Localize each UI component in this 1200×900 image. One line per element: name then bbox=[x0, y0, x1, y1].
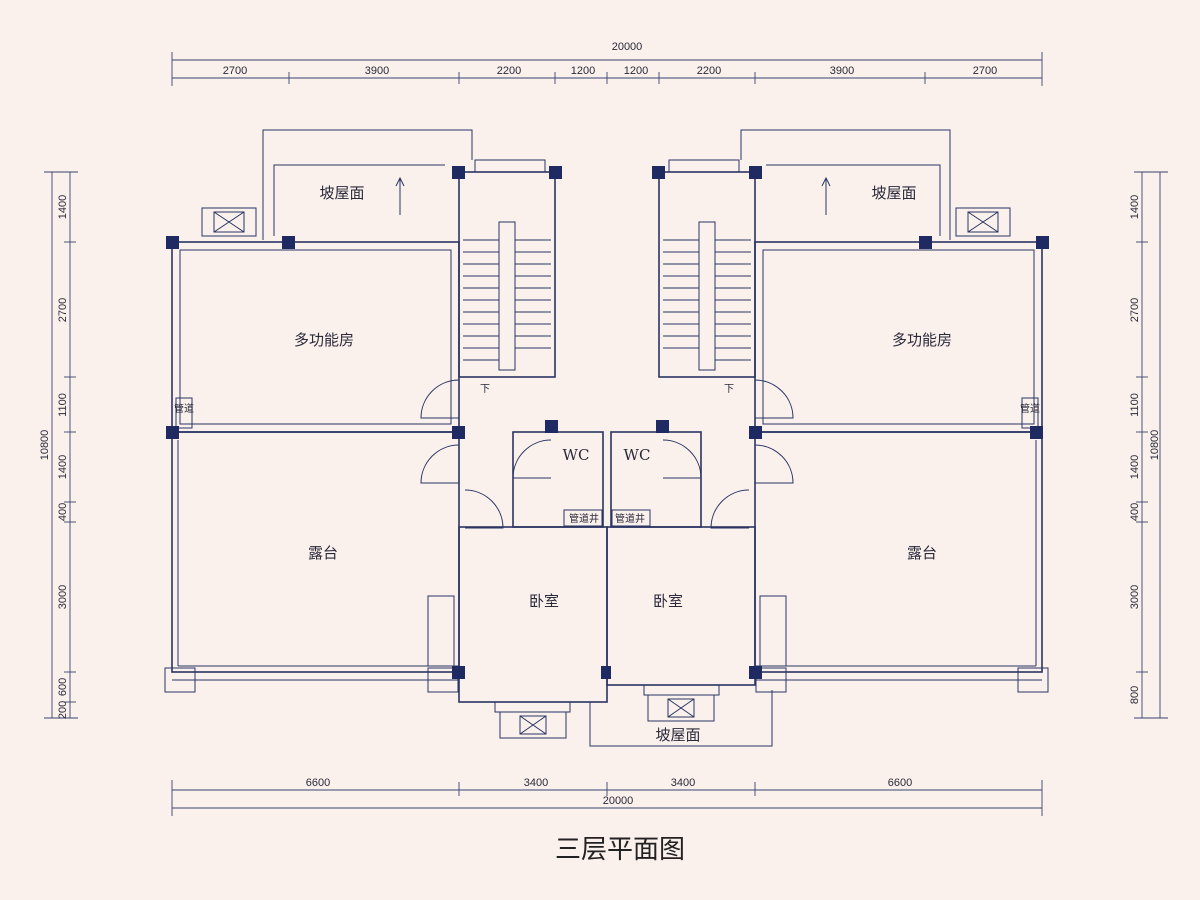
label-stair-down-right: 下 bbox=[724, 384, 734, 395]
room-label-multi-room-left: 多功能房 bbox=[294, 331, 354, 349]
right-dim-2: 2700 bbox=[1129, 298, 1141, 322]
left-dim-7: 600 bbox=[57, 678, 69, 696]
right-dim-5: 400 bbox=[1129, 503, 1141, 521]
bottom-dim-3: 3400 bbox=[671, 777, 695, 789]
plan-title: 三层平面图 bbox=[555, 835, 685, 865]
right-dim-3: 1100 bbox=[1129, 393, 1141, 417]
room-label-slope-roof-bottom: 坡屋面 bbox=[655, 726, 700, 744]
left-stair-treads bbox=[463, 239, 551, 361]
left-dim-1: 1400 bbox=[57, 195, 69, 219]
top-dimension-lines bbox=[171, 52, 1043, 86]
room-label-wc-left: WC bbox=[563, 446, 590, 464]
left-dim-5: 400 bbox=[57, 503, 69, 521]
bottom-dim-4: 6600 bbox=[888, 777, 912, 789]
bottom-dim-1: 6600 bbox=[306, 777, 330, 789]
right-door-arcs bbox=[662, 379, 794, 529]
left-dim-8: 200 bbox=[57, 701, 69, 719]
top-dim-5: 1200 bbox=[624, 65, 648, 77]
top-dim-3: 2200 bbox=[497, 65, 521, 77]
bottom-dim-2: 3400 bbox=[524, 777, 548, 789]
right-dim-1: 1400 bbox=[1129, 195, 1141, 219]
room-label-bedroom-right: 卧室 bbox=[653, 592, 683, 610]
label-stair-down-left: 下 bbox=[480, 384, 490, 395]
left-total-dim: 10800 bbox=[39, 430, 51, 461]
left-dim-2: 2700 bbox=[57, 298, 69, 322]
structural-columns bbox=[166, 166, 1049, 679]
top-total-dim: 20000 bbox=[612, 41, 643, 53]
room-label-multi-room-right: 多功能房 bbox=[892, 331, 952, 349]
left-dim-3: 1100 bbox=[57, 393, 69, 417]
top-dim-8: 2700 bbox=[973, 65, 997, 77]
label-pipe-right: 管道 bbox=[1020, 402, 1040, 415]
roof-outlines bbox=[262, 129, 951, 240]
room-label-wc-right: WC bbox=[624, 446, 651, 464]
right-dim-4: 1400 bbox=[1129, 455, 1141, 479]
left-dim-6: 3000 bbox=[57, 585, 69, 609]
top-dim-6: 2200 bbox=[697, 65, 721, 77]
right-dimension-lines bbox=[1134, 171, 1168, 719]
top-dim-2: 3900 bbox=[365, 65, 389, 77]
top-dim-4: 1200 bbox=[571, 65, 595, 77]
room-label-slope-roof-right: 坡屋面 bbox=[871, 184, 916, 202]
top-dim-1: 2700 bbox=[223, 65, 247, 77]
right-stair-treads bbox=[663, 239, 751, 361]
room-label-slope-roof-left: 坡屋面 bbox=[319, 184, 364, 202]
right-dim-6: 3000 bbox=[1129, 585, 1141, 609]
left-dim-4: 1400 bbox=[57, 455, 69, 479]
left-dimension-lines bbox=[44, 171, 78, 719]
right-unit-walls bbox=[589, 159, 1049, 747]
right-dim-7: 800 bbox=[1129, 686, 1141, 704]
bottom-dimension-lines bbox=[171, 780, 1043, 816]
right-total-dim: 10800 bbox=[1149, 430, 1161, 461]
left-unit-walls bbox=[164, 159, 608, 739]
label-shaft-left: 管道井 bbox=[569, 512, 599, 525]
room-label-terrace-left: 露台 bbox=[308, 544, 338, 562]
room-label-bedroom-left: 卧室 bbox=[529, 592, 559, 610]
top-dim-7: 3900 bbox=[830, 65, 854, 77]
bottom-total-dim: 20000 bbox=[603, 795, 634, 807]
label-shaft-right: 管道井 bbox=[615, 512, 645, 525]
room-label-terrace-right: 露台 bbox=[907, 544, 937, 562]
label-pipe-left: 管道 bbox=[174, 402, 194, 415]
left-door-arcs bbox=[420, 379, 552, 529]
